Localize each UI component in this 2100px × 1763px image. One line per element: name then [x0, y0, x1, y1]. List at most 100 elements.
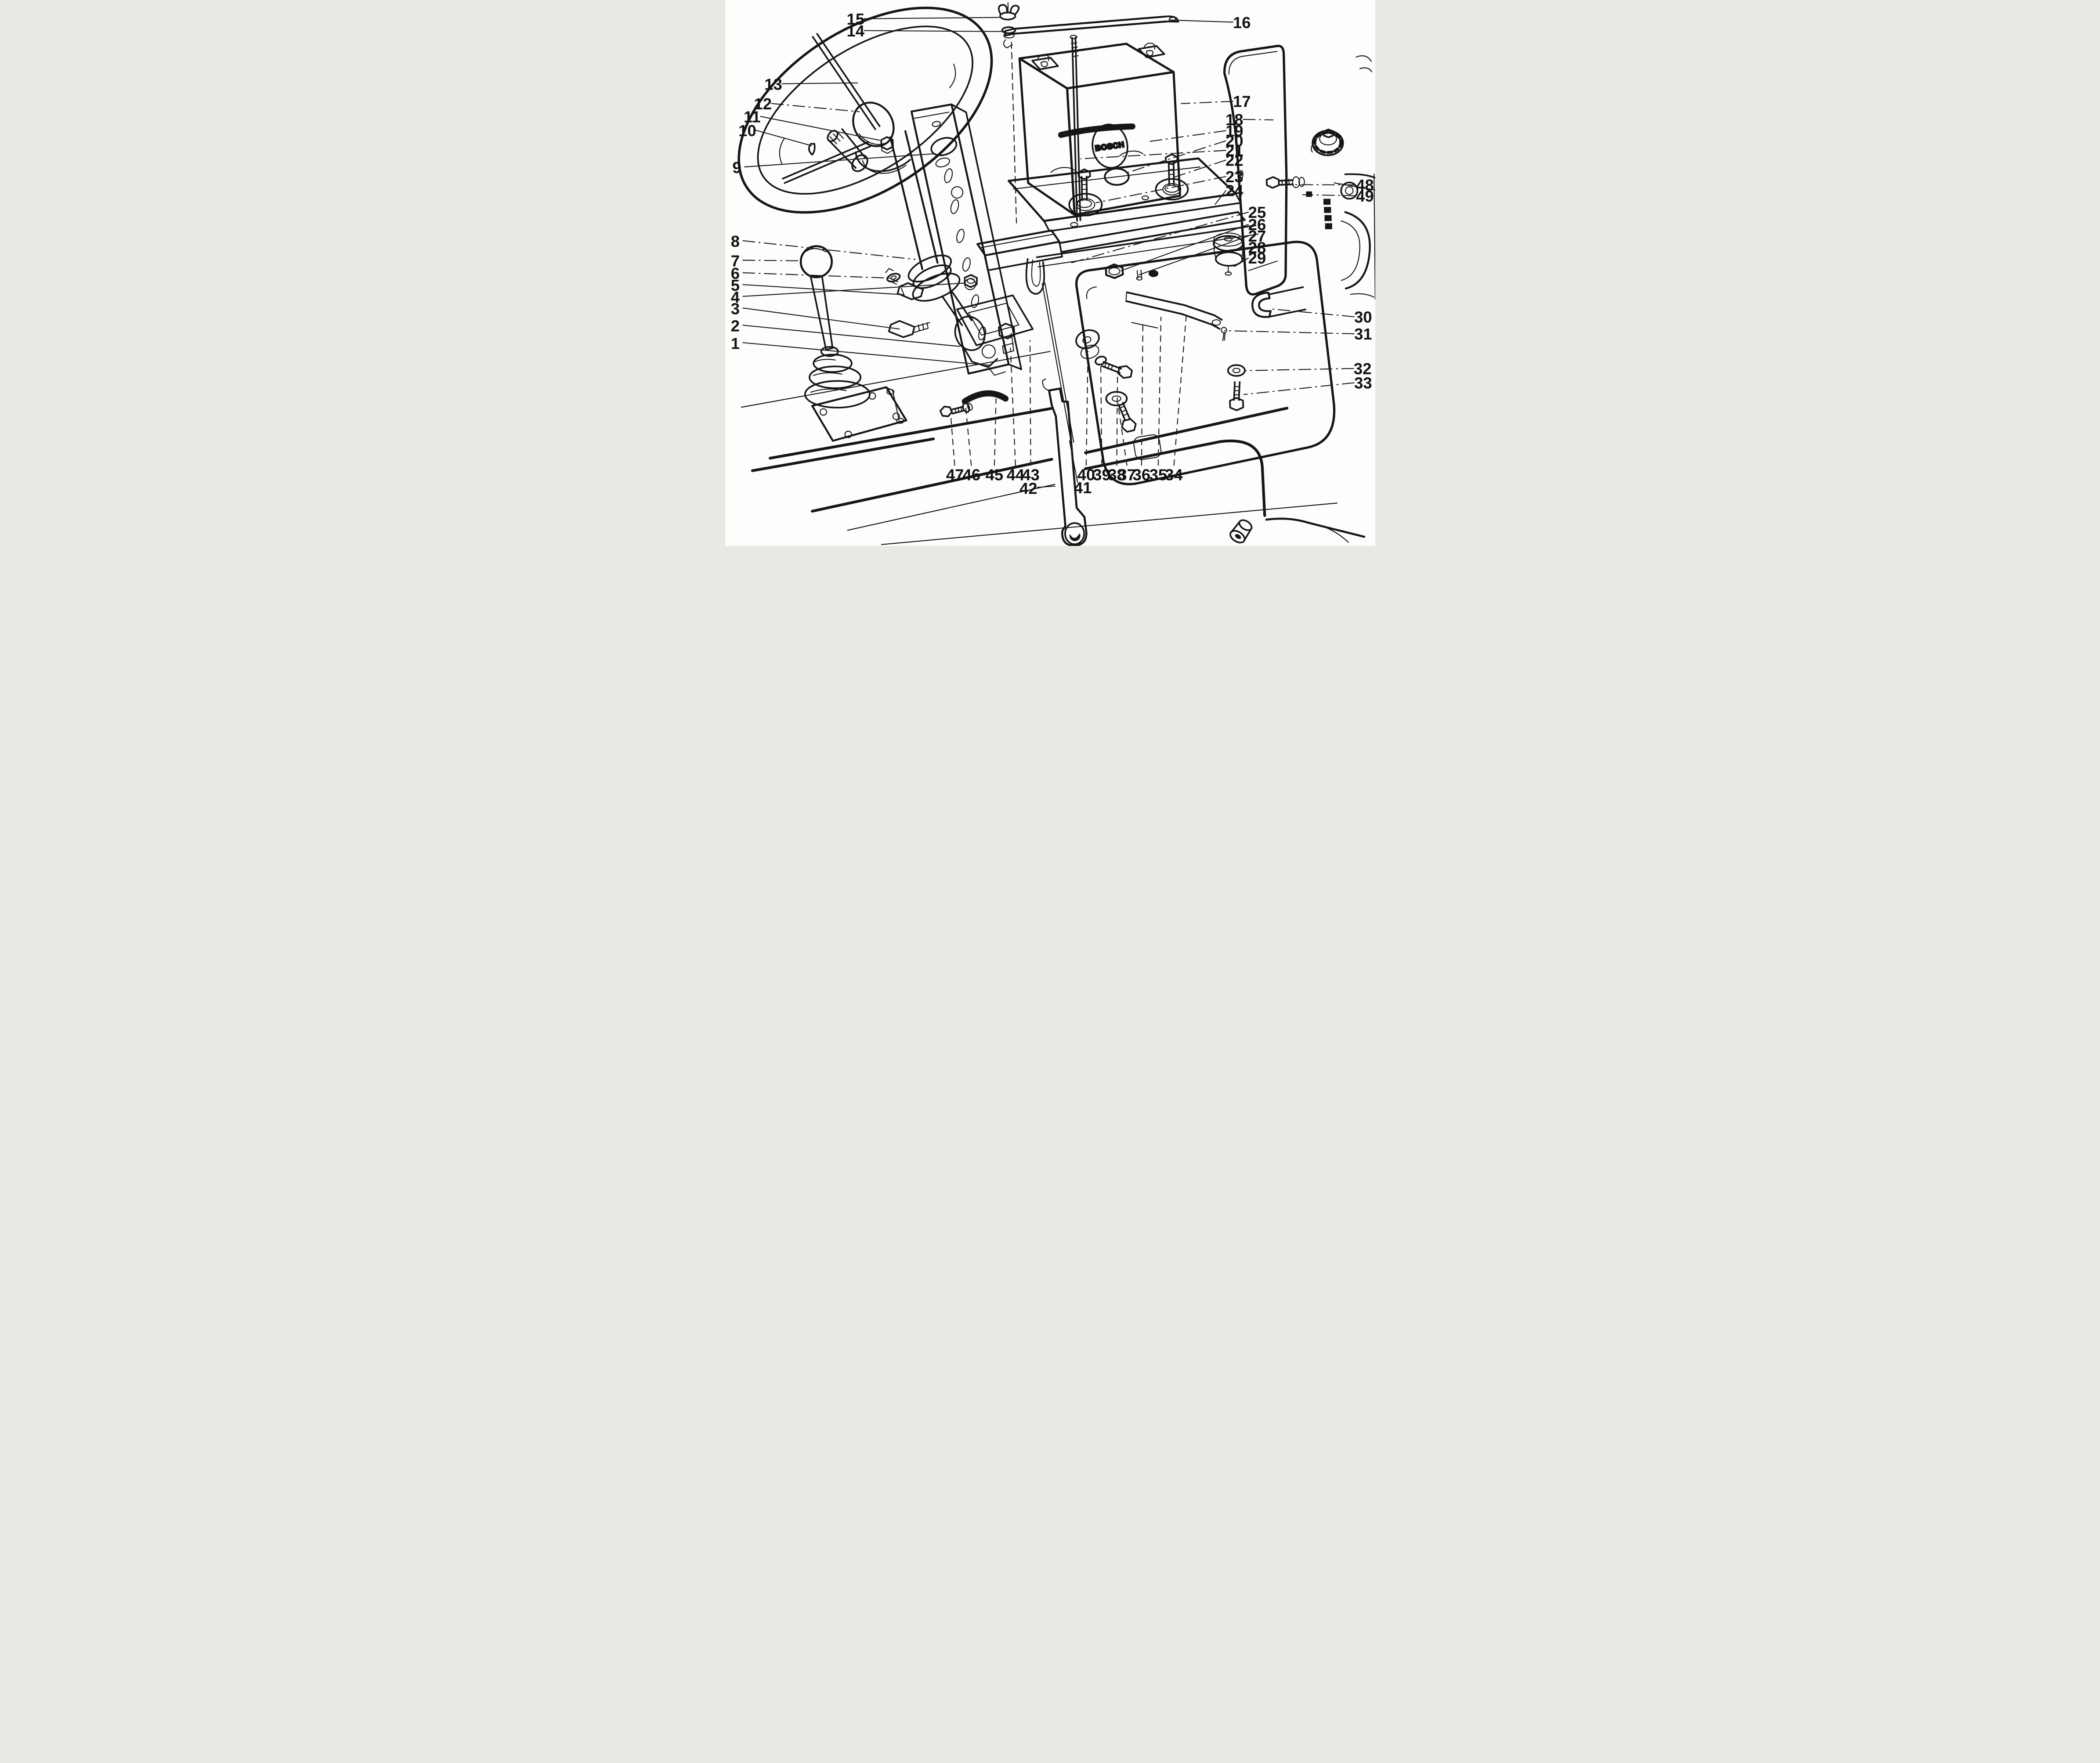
battery-logo: BOSCH	[1094, 140, 1124, 152]
cable-45	[961, 390, 1008, 405]
part-label-35: 35	[1149, 466, 1167, 484]
shift-base-plate	[811, 386, 907, 442]
bolt-vertical	[1117, 402, 1137, 433]
bushing-40	[1075, 329, 1100, 349]
part-label-20: 20	[1225, 132, 1243, 150]
tray-cup-right	[1155, 178, 1189, 201]
horn-button-disc	[852, 101, 895, 148]
part-label-42: 42	[1019, 479, 1037, 497]
part-label-22: 22	[1225, 151, 1243, 169]
hook-strap	[1025, 258, 1045, 295]
leader-line-21	[1080, 150, 1226, 159]
part-label-2: 2	[730, 317, 739, 335]
leader-line-18	[1243, 119, 1273, 121]
part-label-10: 10	[738, 122, 756, 140]
battery-terminal-right	[1138, 43, 1165, 58]
shift-boot	[804, 354, 871, 408]
part-label-40: 40	[1077, 466, 1095, 484]
washer-39	[1094, 355, 1107, 365]
leader-line-40	[1085, 350, 1088, 466]
leader-line-27	[1138, 235, 1249, 275]
part-label-19: 19	[1225, 122, 1243, 140]
part-label-26: 26	[1248, 216, 1266, 234]
fuel-filler-cap	[1310, 128, 1344, 156]
leader-line-15	[864, 17, 1000, 19]
grommet-plug	[930, 137, 957, 156]
wing-nut	[998, 2, 1019, 21]
leader-line-45	[994, 398, 997, 466]
leader-line-33	[1243, 382, 1355, 395]
scanned-parts-diagram-page: BOSCH	[725, 0, 1375, 546]
shift-knob	[799, 245, 833, 278]
tray-support-frame	[976, 211, 1246, 295]
clevis-pin	[1229, 519, 1252, 544]
leader-line-43	[1029, 340, 1031, 466]
leader-line-46	[965, 405, 972, 466]
tank-hook	[1251, 286, 1306, 318]
part-label-46: 46	[962, 466, 980, 484]
part-label-39: 39	[1093, 466, 1111, 484]
leader-line-30	[1270, 308, 1355, 318]
leader-line-20	[1123, 140, 1226, 174]
holddown-rod-right	[1070, 35, 1081, 222]
part-label-13: 13	[764, 76, 782, 94]
washer-lockwasher	[885, 268, 900, 282]
leader-line-22	[1174, 159, 1226, 178]
leader-line-9	[744, 153, 936, 168]
washer-37	[1105, 391, 1128, 406]
part-label-5: 5	[730, 276, 739, 294]
leader-line-32	[1244, 368, 1354, 371]
rod-41	[1041, 282, 1074, 443]
leader-line-35	[1157, 317, 1161, 466]
tray-cup-left	[1068, 193, 1102, 217]
part-label-15: 15	[846, 10, 864, 28]
part-label-24: 24	[1225, 181, 1243, 199]
part-label-37: 37	[1118, 466, 1136, 484]
part-label-7: 7	[730, 252, 739, 270]
leader-line-25	[1068, 211, 1249, 264]
parts-diagram: BOSCH	[725, 0, 1375, 546]
tank-housing	[1075, 241, 1335, 485]
pedal-arm	[1041, 282, 1088, 546]
leader-blob	[1305, 191, 1312, 197]
part-label-14: 14	[846, 22, 864, 40]
part-label-9: 9	[732, 159, 741, 177]
part-label-32: 32	[1353, 360, 1371, 378]
part-label-6: 6	[730, 264, 739, 282]
cancel-cam	[808, 143, 816, 156]
part-label-36: 36	[1132, 466, 1150, 484]
leader-line-28	[1241, 247, 1249, 250]
part-label-23: 23	[1225, 168, 1243, 186]
floor-lines	[741, 351, 1365, 545]
part-label-43: 43	[1022, 466, 1040, 484]
tray-bolt-left	[1077, 168, 1092, 208]
leader-line-39	[1100, 363, 1102, 466]
part-label-49: 49	[1356, 187, 1374, 205]
leader-line-29	[1233, 257, 1249, 267]
part-label-11: 11	[743, 108, 760, 126]
steering-hub	[808, 101, 911, 174]
engine-parts-right	[1323, 55, 1375, 300]
part-label-27: 27	[1248, 227, 1266, 245]
tank-strap	[1125, 291, 1223, 330]
part-label-21: 21	[1225, 141, 1243, 159]
gear-shift-lever	[799, 245, 907, 442]
housing-slot	[1133, 434, 1161, 460]
leader-lines	[742, 17, 1356, 488]
leader-line-6	[742, 272, 893, 279]
leader-line-14	[864, 30, 1004, 32]
washer-32	[1227, 364, 1246, 377]
leader-line-17	[1181, 101, 1233, 104]
part-label-18: 18	[1225, 111, 1243, 129]
part-label-12: 12	[754, 95, 772, 113]
part-label-33: 33	[1354, 374, 1372, 392]
leader-line-31	[1223, 330, 1355, 335]
mount-stud	[1136, 269, 1142, 281]
part-label-8: 8	[730, 232, 739, 250]
part-label-45: 45	[985, 466, 1003, 484]
steering-wheel	[737, 7, 993, 214]
battery-holddown-bar	[1004, 15, 1179, 36]
part-label-48: 48	[1356, 176, 1374, 194]
leader-line-3	[742, 307, 900, 330]
bolt-33	[1229, 381, 1244, 412]
